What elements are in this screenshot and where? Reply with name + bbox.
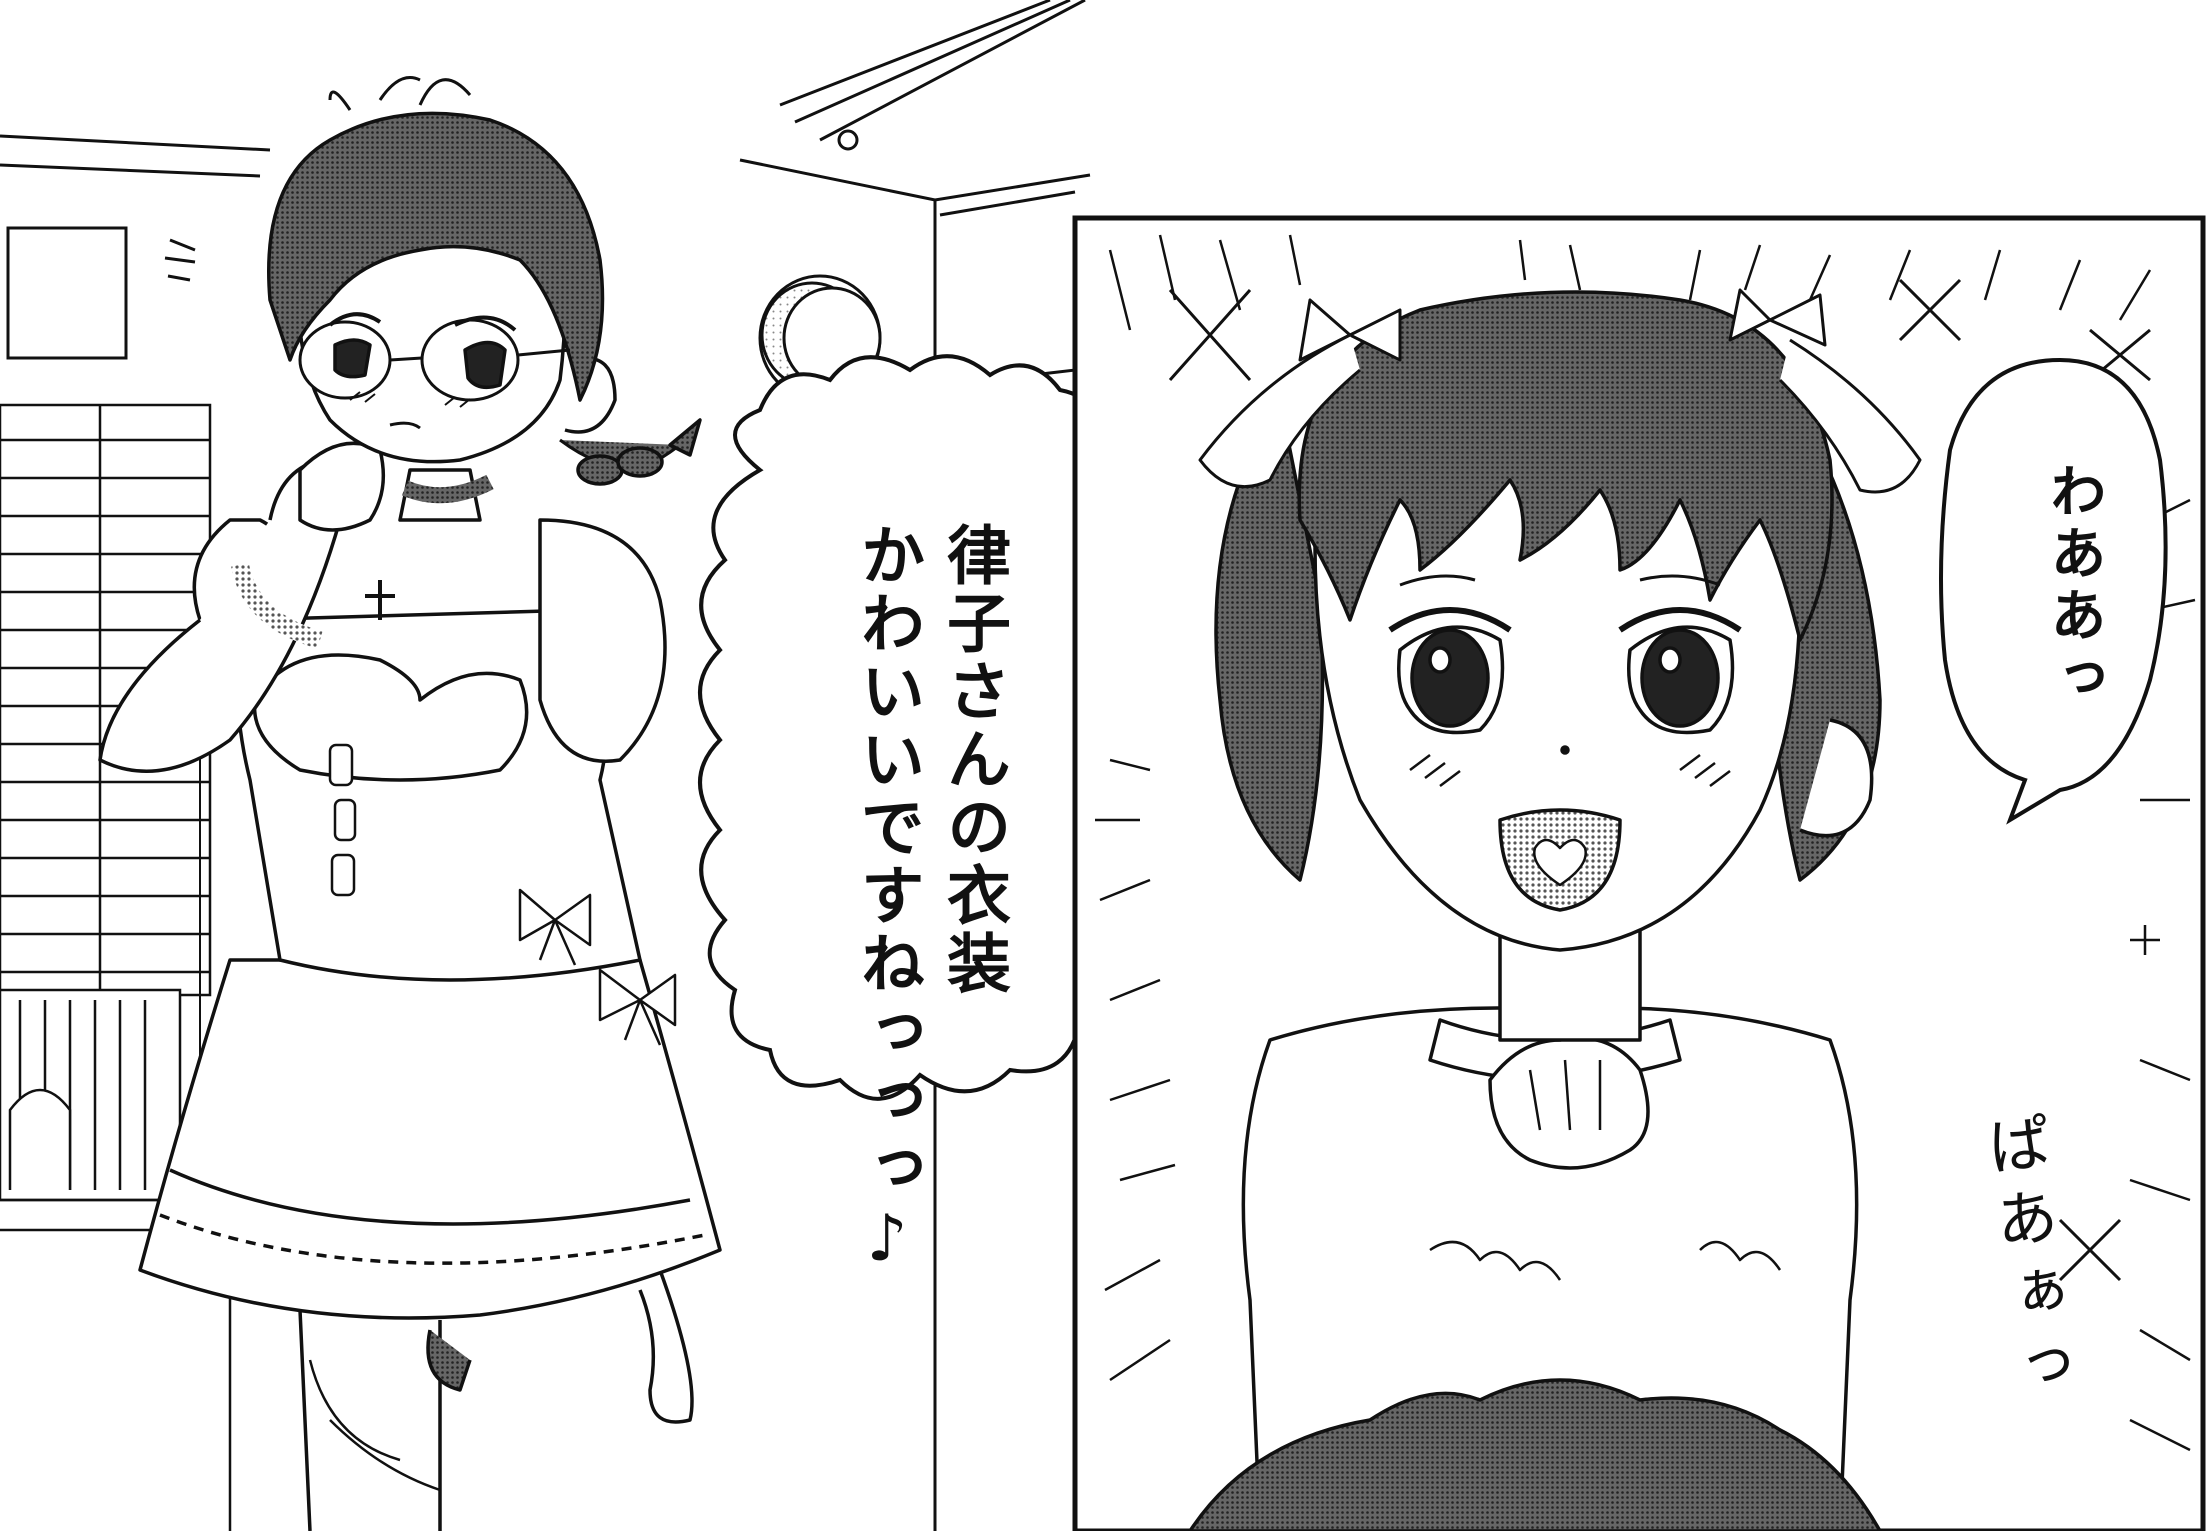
speech-line-1: 律子さんの衣装: [936, 522, 1010, 998]
speech-line-2: かわいいですねっっっ♪: [850, 522, 924, 1280]
ceiling-light-icon: [779, 0, 1086, 151]
character-ribbon-girl: [1188, 288, 1922, 1531]
sparkle-icon: [1095, 234, 2196, 1452]
right-panel: [1072, 215, 2206, 1531]
wall-clock-icon: [758, 274, 882, 402]
ribbon-icon: [1198, 288, 1922, 494]
wall-picture-icon: [6, 226, 128, 360]
speech-bubble-right: [1939, 357, 2168, 825]
speech-bubble-main-text: 律子さんの衣装 かわいいですねっっっ♪: [844, 522, 1016, 1280]
heart-icon: [1533, 838, 1587, 887]
braid-icon: [559, 418, 702, 486]
bookshelf-icon: [0, 988, 232, 1531]
character-glasses-girl: [98, 76, 722, 1531]
speech-bubble-right-text: わああっ: [2041, 462, 2106, 710]
room-background: [0, 0, 1091, 1531]
ribbon-icon: [518, 888, 677, 1046]
